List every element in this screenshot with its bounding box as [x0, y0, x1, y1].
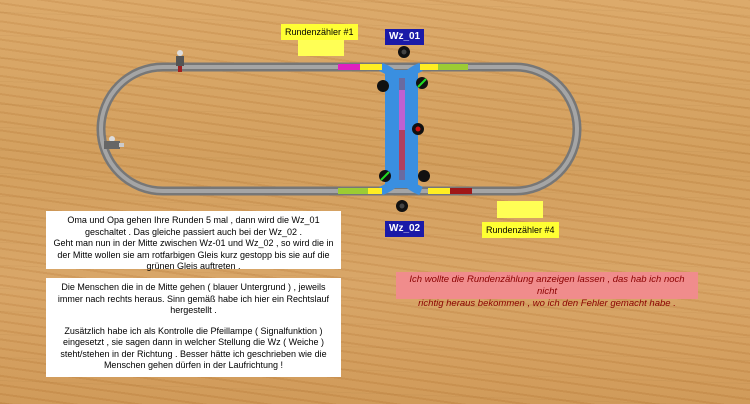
note-issue-line: richtig heraus bekommen , wo ich den Feh…	[418, 298, 676, 309]
note-rounds-line: geschaltet . Das gleiche passiert auch b…	[84, 226, 303, 237]
green-contact-bottom	[338, 188, 368, 194]
note-rounds-line: der Mitte wollen sie am rotfarbigen Glei…	[57, 249, 330, 260]
note-traffic-line: hergestellt .	[170, 305, 217, 315]
note-counter-issue: Ich wollte die Rundenzählung anzeigen la…	[396, 272, 698, 309]
signal-lamp-bottom[interactable]	[396, 200, 408, 212]
counter1-label: Rundenzähler #1	[281, 24, 358, 40]
counter4-label: Rundenzähler #4	[482, 222, 559, 238]
note-issue-line: Ich wollte die Rundenzählung anzeigen la…	[409, 274, 685, 297]
signal-lamp-top[interactable]	[398, 46, 410, 58]
note-rounds-line: Oma und Opa gehen Ihre Runden 5 mal , da…	[67, 215, 320, 225]
note-traffic-line: immer nach rechts heraus. Sinn gemäß hab…	[57, 293, 330, 304]
note-rounds: Oma und Opa gehen Ihre Runden 5 mal , da…	[46, 211, 341, 271]
note-rounds-line: Geht man nun in der Mitte zwischen Wz-01…	[53, 238, 334, 248]
yellow-contact-top	[360, 64, 382, 70]
oval-track	[96, 62, 582, 196]
note-traffic-line: Die Menschen die in de Mitte gehen ( bla…	[61, 282, 326, 292]
spacer	[52, 317, 335, 326]
yellow-contact-bottom-left	[368, 188, 382, 194]
yellow-contact-top-right	[420, 64, 438, 70]
oval-track-inner-rail	[99, 65, 579, 193]
counter1-panel	[298, 40, 344, 56]
yellow-contact-bottom	[428, 188, 450, 194]
arrow-lamp-right-upper[interactable]	[416, 77, 428, 89]
counter4-panel	[497, 201, 543, 218]
green-contact-top	[438, 64, 468, 70]
signal-lamp-left-upper[interactable]	[377, 80, 389, 92]
note-traffic-line: Menschen gehen dürfen in der Laufrichtun…	[103, 360, 284, 370]
red-contact-bottom	[450, 188, 472, 194]
note-right-hand-traffic: Die Menschen die in de Mitte gehen ( bla…	[46, 278, 341, 377]
note-traffic-line: steht/stehen in der Richtung . Besser hä…	[60, 348, 327, 359]
wz02-label: Wz_02	[385, 221, 425, 237]
signal-lamp-right-lower[interactable]	[418, 170, 430, 182]
signal-lamp-center[interactable]	[412, 123, 424, 135]
magenta-contact-top	[338, 64, 360, 70]
note-rounds-line: grünen Gleis auftreten .	[146, 261, 241, 271]
note-traffic-line: Zusätzlich habe ich als Kontrolle die Pf…	[64, 325, 323, 336]
arrow-lamp-left-lower[interactable]	[379, 170, 391, 182]
wz01-label: Wz_01	[385, 29, 425, 45]
figure-grandma	[176, 50, 184, 72]
figure-grandpa	[104, 136, 124, 149]
note-traffic-line: eingesetzt , sie sagen dann in welcher S…	[63, 337, 324, 347]
center-red-block	[399, 130, 405, 170]
center-magenta-block	[399, 90, 405, 130]
